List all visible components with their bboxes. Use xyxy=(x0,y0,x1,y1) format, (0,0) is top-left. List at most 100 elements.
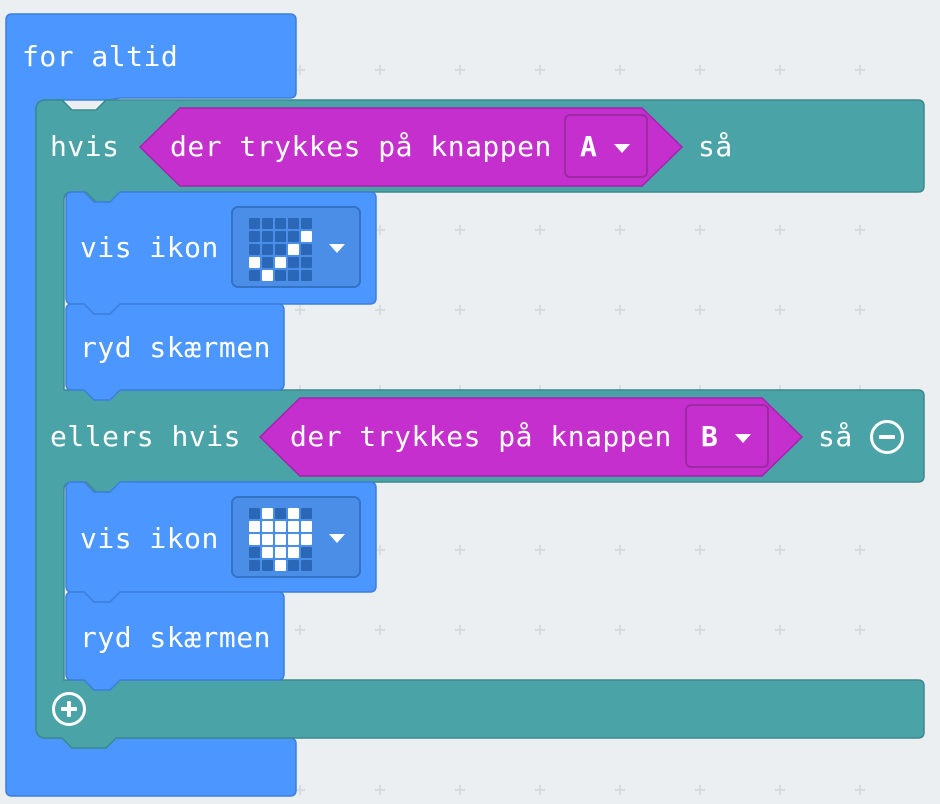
if-label: hvis xyxy=(50,130,120,163)
grid-mark xyxy=(615,545,625,555)
grid-mark xyxy=(855,545,865,555)
chevron-down-icon xyxy=(329,244,345,253)
led-off xyxy=(275,270,286,281)
led-off xyxy=(262,218,273,229)
led-on xyxy=(262,508,273,519)
grid-mark xyxy=(535,545,545,555)
else-if-then-label: så xyxy=(818,420,853,453)
led-off xyxy=(249,270,260,281)
led-on xyxy=(262,270,273,281)
condition-a-label: der trykkes på knappen xyxy=(170,130,552,163)
grid-mark xyxy=(695,785,705,795)
led-on xyxy=(275,560,286,571)
grid-mark xyxy=(375,545,385,555)
led-off xyxy=(249,547,260,558)
clear-screen-label-1: ryd skærmen xyxy=(80,331,271,364)
show-icon-label-1: vis ikon xyxy=(80,231,219,264)
grid-mark xyxy=(535,225,545,235)
button-b-value: B xyxy=(701,420,718,453)
led-off xyxy=(288,231,299,242)
grid-mark xyxy=(615,225,625,235)
clear-screen-label-2: ryd skærmen xyxy=(80,621,271,654)
grid-mark xyxy=(295,65,305,75)
led-off xyxy=(249,231,260,242)
led-on xyxy=(275,521,286,532)
grid-mark xyxy=(295,785,305,795)
heart-icon xyxy=(249,508,312,571)
button-a-dropdown[interactable]: A xyxy=(564,114,648,178)
clear-screen-block-1[interactable] xyxy=(65,303,285,401)
led-off xyxy=(288,218,299,229)
else-if-label: ellers hvis xyxy=(50,420,241,453)
chevron-down-icon xyxy=(329,534,345,543)
grid-mark xyxy=(455,545,465,555)
grid-mark xyxy=(455,785,465,795)
led-on xyxy=(275,257,286,268)
show-icon-label-2: vis ikon xyxy=(80,522,219,555)
button-b-dropdown[interactable]: B xyxy=(685,404,769,468)
grid-mark xyxy=(615,785,625,795)
button-a-pressed-condition[interactable] xyxy=(138,107,684,187)
led-on xyxy=(275,547,286,558)
grid-mark xyxy=(375,305,385,315)
grid-mark xyxy=(535,785,545,795)
grid-mark xyxy=(535,305,545,315)
grid-mark xyxy=(295,625,305,635)
grid-mark xyxy=(375,785,385,795)
grid-mark xyxy=(855,625,865,635)
grid-mark xyxy=(615,65,625,75)
led-on xyxy=(288,508,299,519)
icon-picker-1[interactable] xyxy=(231,206,361,288)
grid-mark xyxy=(695,225,705,235)
clear-screen-block-2[interactable] xyxy=(65,591,285,691)
led-off xyxy=(262,560,273,571)
led-off xyxy=(275,231,286,242)
led-off xyxy=(301,508,312,519)
led-off xyxy=(249,560,260,571)
grid-mark xyxy=(775,545,785,555)
led-off xyxy=(288,560,299,571)
led-on xyxy=(262,521,273,532)
minus-circle-icon[interactable] xyxy=(870,420,904,454)
led-on xyxy=(288,521,299,532)
grid-mark xyxy=(615,625,625,635)
grid-mark xyxy=(375,625,385,635)
led-off xyxy=(249,244,260,255)
button-a-value: A xyxy=(580,130,597,163)
led-off xyxy=(288,270,299,281)
led-on xyxy=(275,534,286,545)
checkmark-icon xyxy=(249,218,312,281)
led-off xyxy=(301,244,312,255)
led-off xyxy=(275,508,286,519)
led-off xyxy=(301,560,312,571)
led-on xyxy=(301,231,312,242)
if-then-label: så xyxy=(698,130,733,163)
grid-mark xyxy=(775,305,785,315)
grid-mark xyxy=(775,65,785,75)
led-on xyxy=(301,521,312,532)
grid-mark xyxy=(695,65,705,75)
led-on xyxy=(288,547,299,558)
led-on xyxy=(262,534,273,545)
button-b-pressed-condition[interactable] xyxy=(258,397,804,477)
led-off xyxy=(262,231,273,242)
condition-b-label: der trykkes på knappen xyxy=(290,420,672,453)
grid-mark xyxy=(455,625,465,635)
grid-mark xyxy=(775,225,785,235)
led-on xyxy=(249,521,260,532)
led-on xyxy=(301,534,312,545)
grid-mark xyxy=(375,65,385,75)
led-off xyxy=(301,270,312,281)
icon-picker-2[interactable] xyxy=(231,496,361,578)
grid-mark xyxy=(855,225,865,235)
led-off xyxy=(249,508,260,519)
grid-mark xyxy=(695,545,705,555)
led-off xyxy=(262,257,273,268)
grid-mark xyxy=(775,785,785,795)
led-on xyxy=(249,257,260,268)
grid-mark xyxy=(615,305,625,315)
led-on xyxy=(288,534,299,545)
plus-circle-icon[interactable] xyxy=(52,692,86,726)
grid-mark xyxy=(775,625,785,635)
